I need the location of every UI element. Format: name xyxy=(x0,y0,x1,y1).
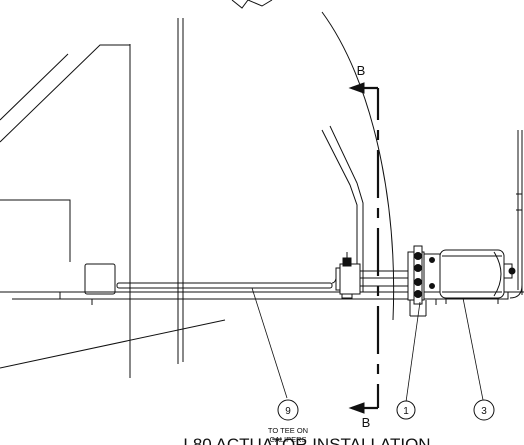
section-arrow-top xyxy=(348,82,378,94)
callout-9-note-line-1: TO TEE ON xyxy=(268,426,308,435)
mounting-bracket xyxy=(407,245,441,317)
right-post xyxy=(509,130,523,299)
drawing-title: L80 ACTUATOR INSTALLATION xyxy=(183,435,430,445)
callout-9: 9 TO TEE ON CALIPERS xyxy=(268,399,308,444)
swing-arc xyxy=(321,11,395,321)
left-structure xyxy=(0,44,226,369)
master-cylinder xyxy=(335,252,409,295)
callout-9-number: 9 xyxy=(285,406,291,417)
callout-3: 3 xyxy=(473,399,495,421)
actuator-motor xyxy=(439,249,516,304)
frame-members xyxy=(129,18,184,378)
leader-lines xyxy=(251,287,484,403)
angled-arm xyxy=(321,125,364,299)
callout-3-number: 3 xyxy=(481,406,487,417)
callout-9-note-line-2: CALIPERS xyxy=(269,435,306,444)
section-arrow-bottom xyxy=(348,402,378,414)
callout-1-number: 1 xyxy=(403,406,409,417)
fan-outline xyxy=(231,0,273,9)
section-label-bottom: B xyxy=(362,415,371,430)
brake-line-tube xyxy=(116,270,341,289)
section-label-top: B xyxy=(357,63,366,78)
callout-1: 1 xyxy=(396,400,416,420)
